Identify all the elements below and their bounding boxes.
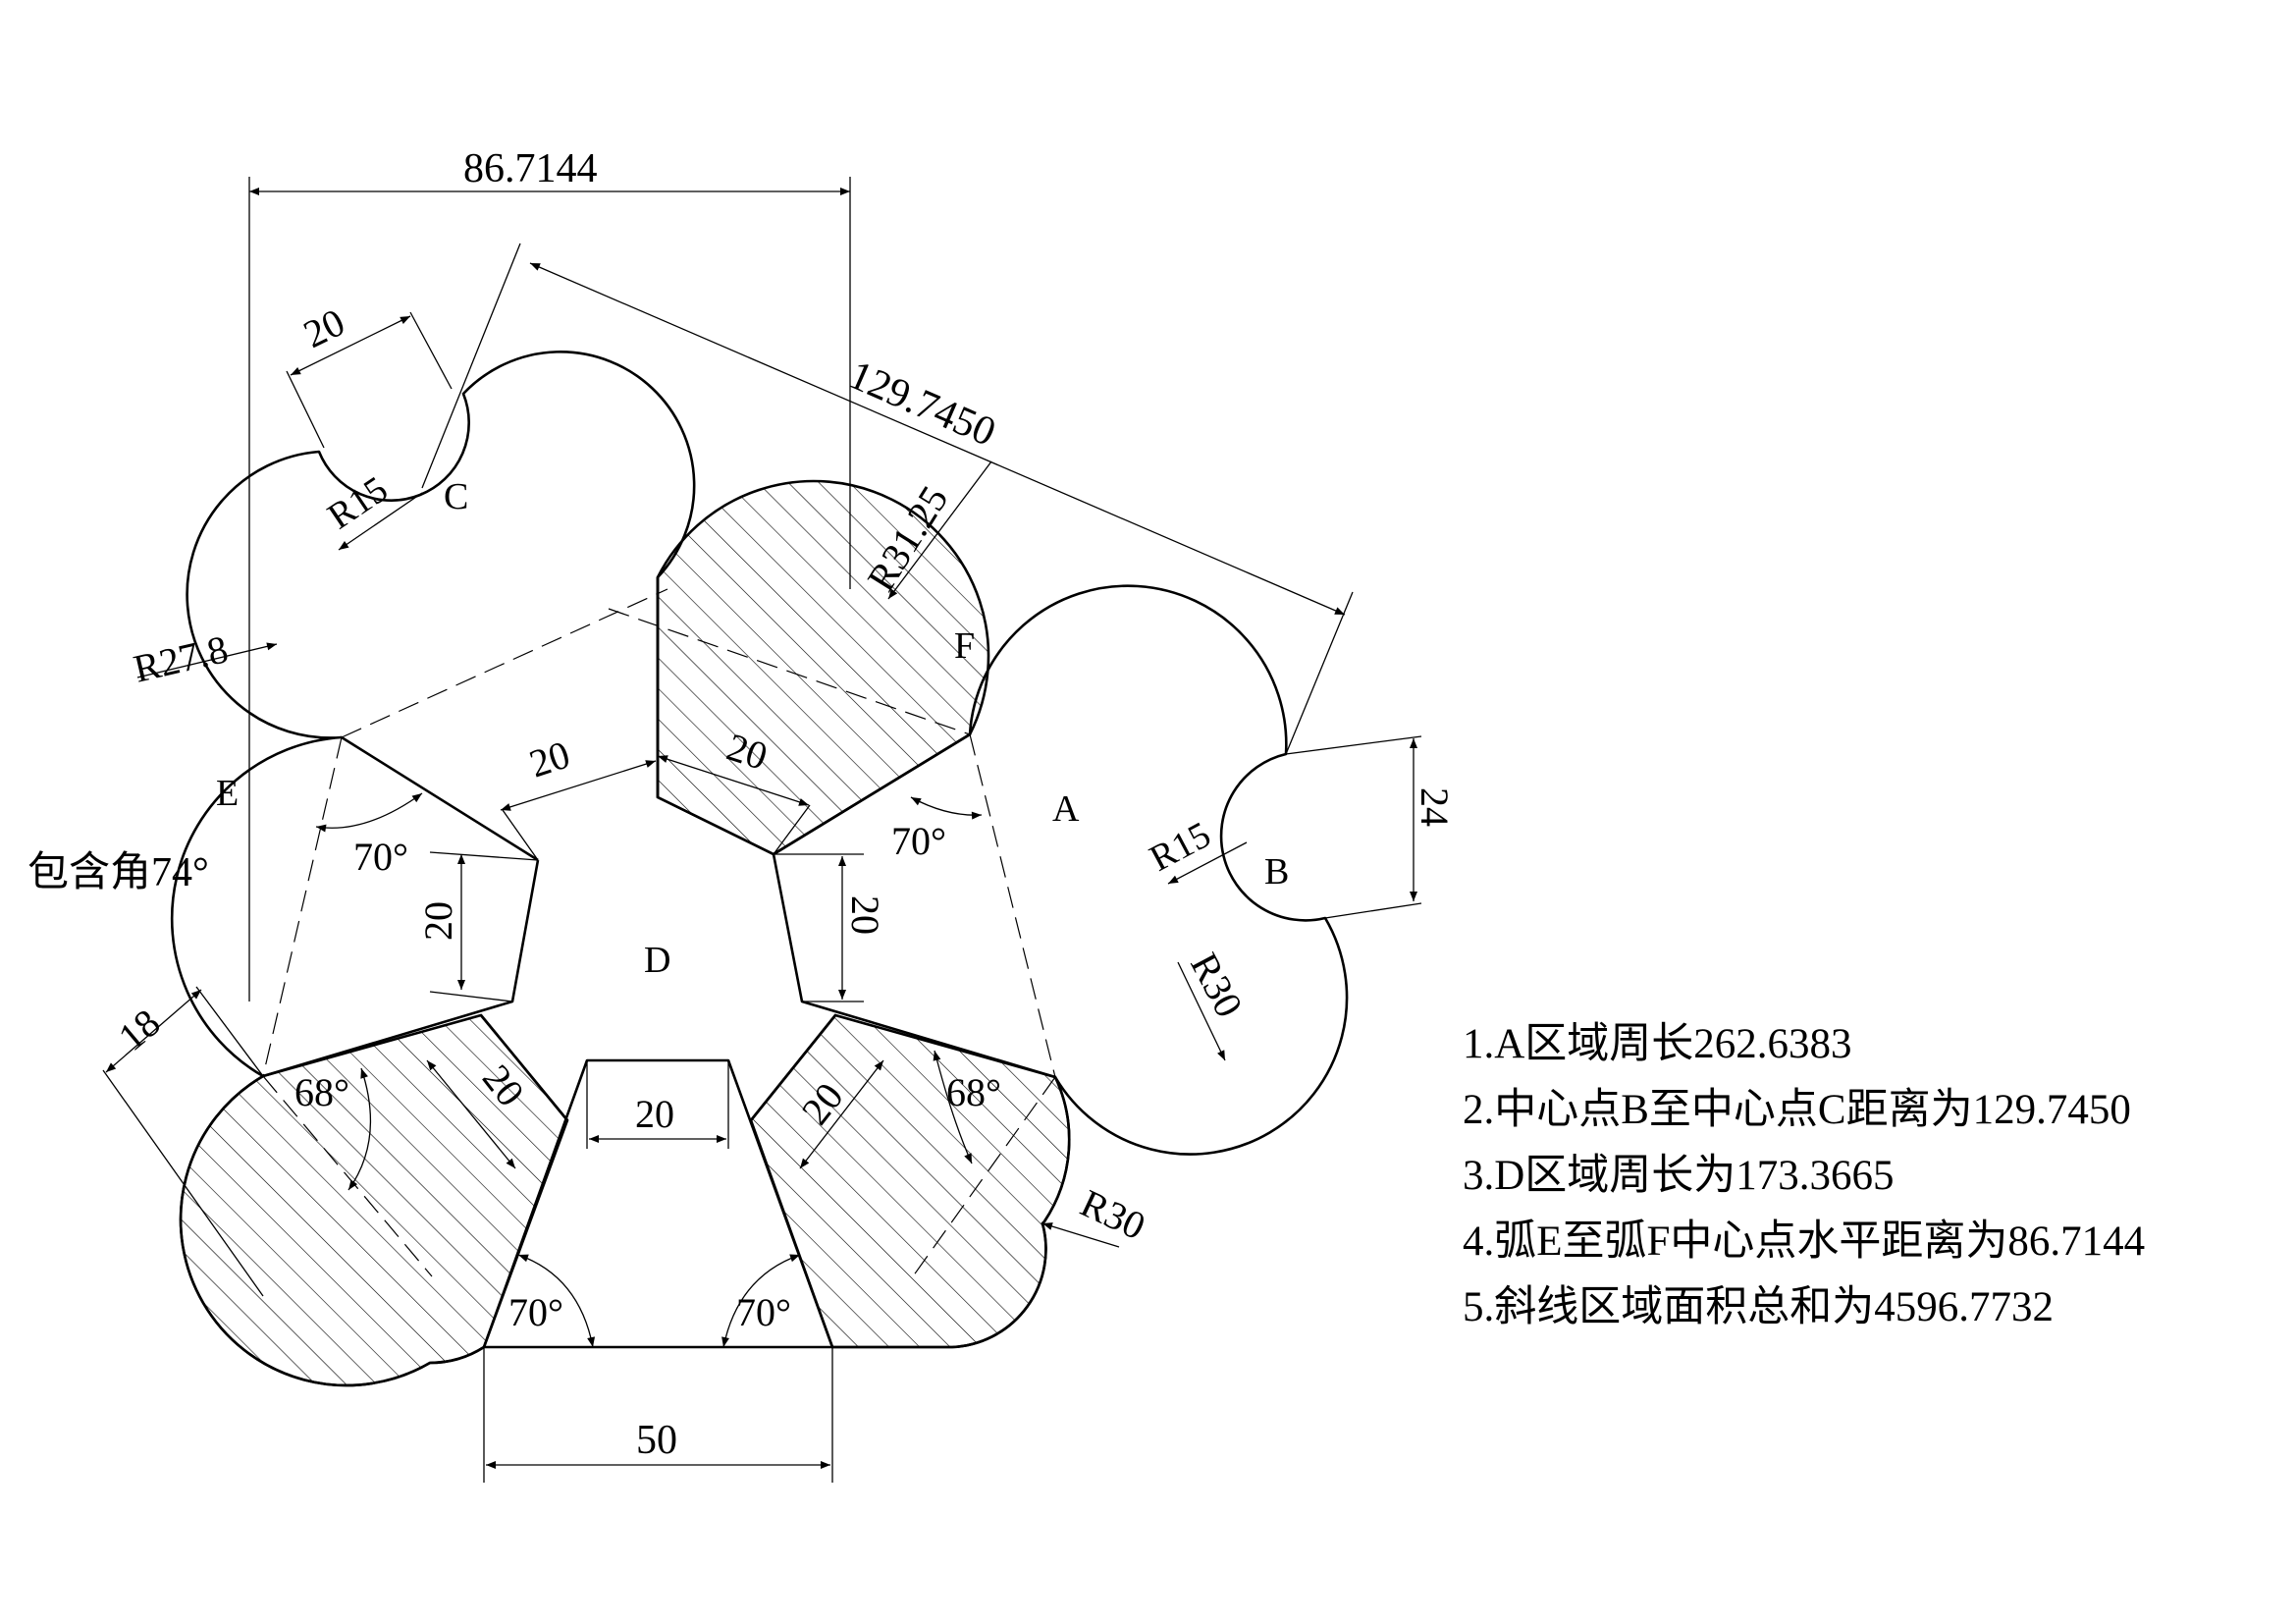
- note-5: 5.斜线区域面积总和为4596.7732: [1463, 1284, 2054, 1330]
- label-region-d: D: [644, 940, 670, 981]
- hatched-regions: [179, 479, 1071, 1387]
- note-4: 4.弧E至弧F中心点水平距离为86.7144: [1463, 1218, 2146, 1265]
- dimension-lines: [102, 177, 1422, 1483]
- angle-70-bottom-left: 70°: [508, 1290, 563, 1334]
- dim-r30-b: R30: [1182, 946, 1252, 1024]
- angle-70-left: 70°: [353, 835, 408, 879]
- dim-20-bottom-top: 20: [635, 1092, 674, 1136]
- edge-upper-left: [341, 735, 539, 862]
- note-1: 1.A区域周长262.6383: [1463, 1021, 1852, 1067]
- edge-lower-left: [479, 1014, 569, 1121]
- label-region-a: A: [1052, 788, 1080, 830]
- notes-list: 1.A区域周长262.6383 2.中心点B至中心点C距离为129.7450 3…: [1463, 1011, 2287, 1340]
- hatch-lower-right-region: [749, 1013, 1071, 1349]
- hatch-top-region: [656, 479, 990, 856]
- dim-18: 18: [110, 1001, 169, 1059]
- dim-r15-c: R15: [321, 468, 396, 537]
- edge-lower-right: [749, 1014, 837, 1121]
- region-labels: A B C D E F: [216, 476, 1289, 981]
- dim-20-c: 20: [296, 299, 351, 356]
- label-region-b: B: [1264, 851, 1289, 893]
- angle-68-right: 68°: [946, 1070, 1001, 1114]
- dim-r30-bottom: R30: [1074, 1180, 1151, 1248]
- note-2: 2.中心点B至中心点C距离为129.7450: [1463, 1087, 2131, 1133]
- edge-upper-right: [773, 732, 971, 856]
- dim-20-left-side: 20: [416, 901, 460, 941]
- label-arc-f: F: [954, 625, 975, 667]
- dim-20-right-side: 20: [843, 895, 887, 935]
- dim-center-distance: 129.7450: [842, 352, 1002, 456]
- label-region-c: C: [444, 476, 468, 517]
- dim-top-width: 86.7144: [463, 146, 598, 191]
- angle-70-right: 70°: [891, 819, 946, 863]
- dim-20-inner-left: 20: [524, 731, 575, 785]
- angle-70-bottom-right: 70°: [736, 1290, 791, 1334]
- dim-r15-b: R15: [1144, 814, 1218, 880]
- dim-24: 24: [1413, 787, 1457, 827]
- note-3: 3.D区域周长为173.3665: [1463, 1153, 1895, 1199]
- angle-68-left: 68°: [294, 1070, 349, 1114]
- included-angle-label: 包含角74°: [27, 850, 209, 895]
- label-arc-e: E: [216, 773, 239, 814]
- bottom-trapezoid: [482, 1058, 834, 1348]
- dim-50: 50: [636, 1418, 677, 1463]
